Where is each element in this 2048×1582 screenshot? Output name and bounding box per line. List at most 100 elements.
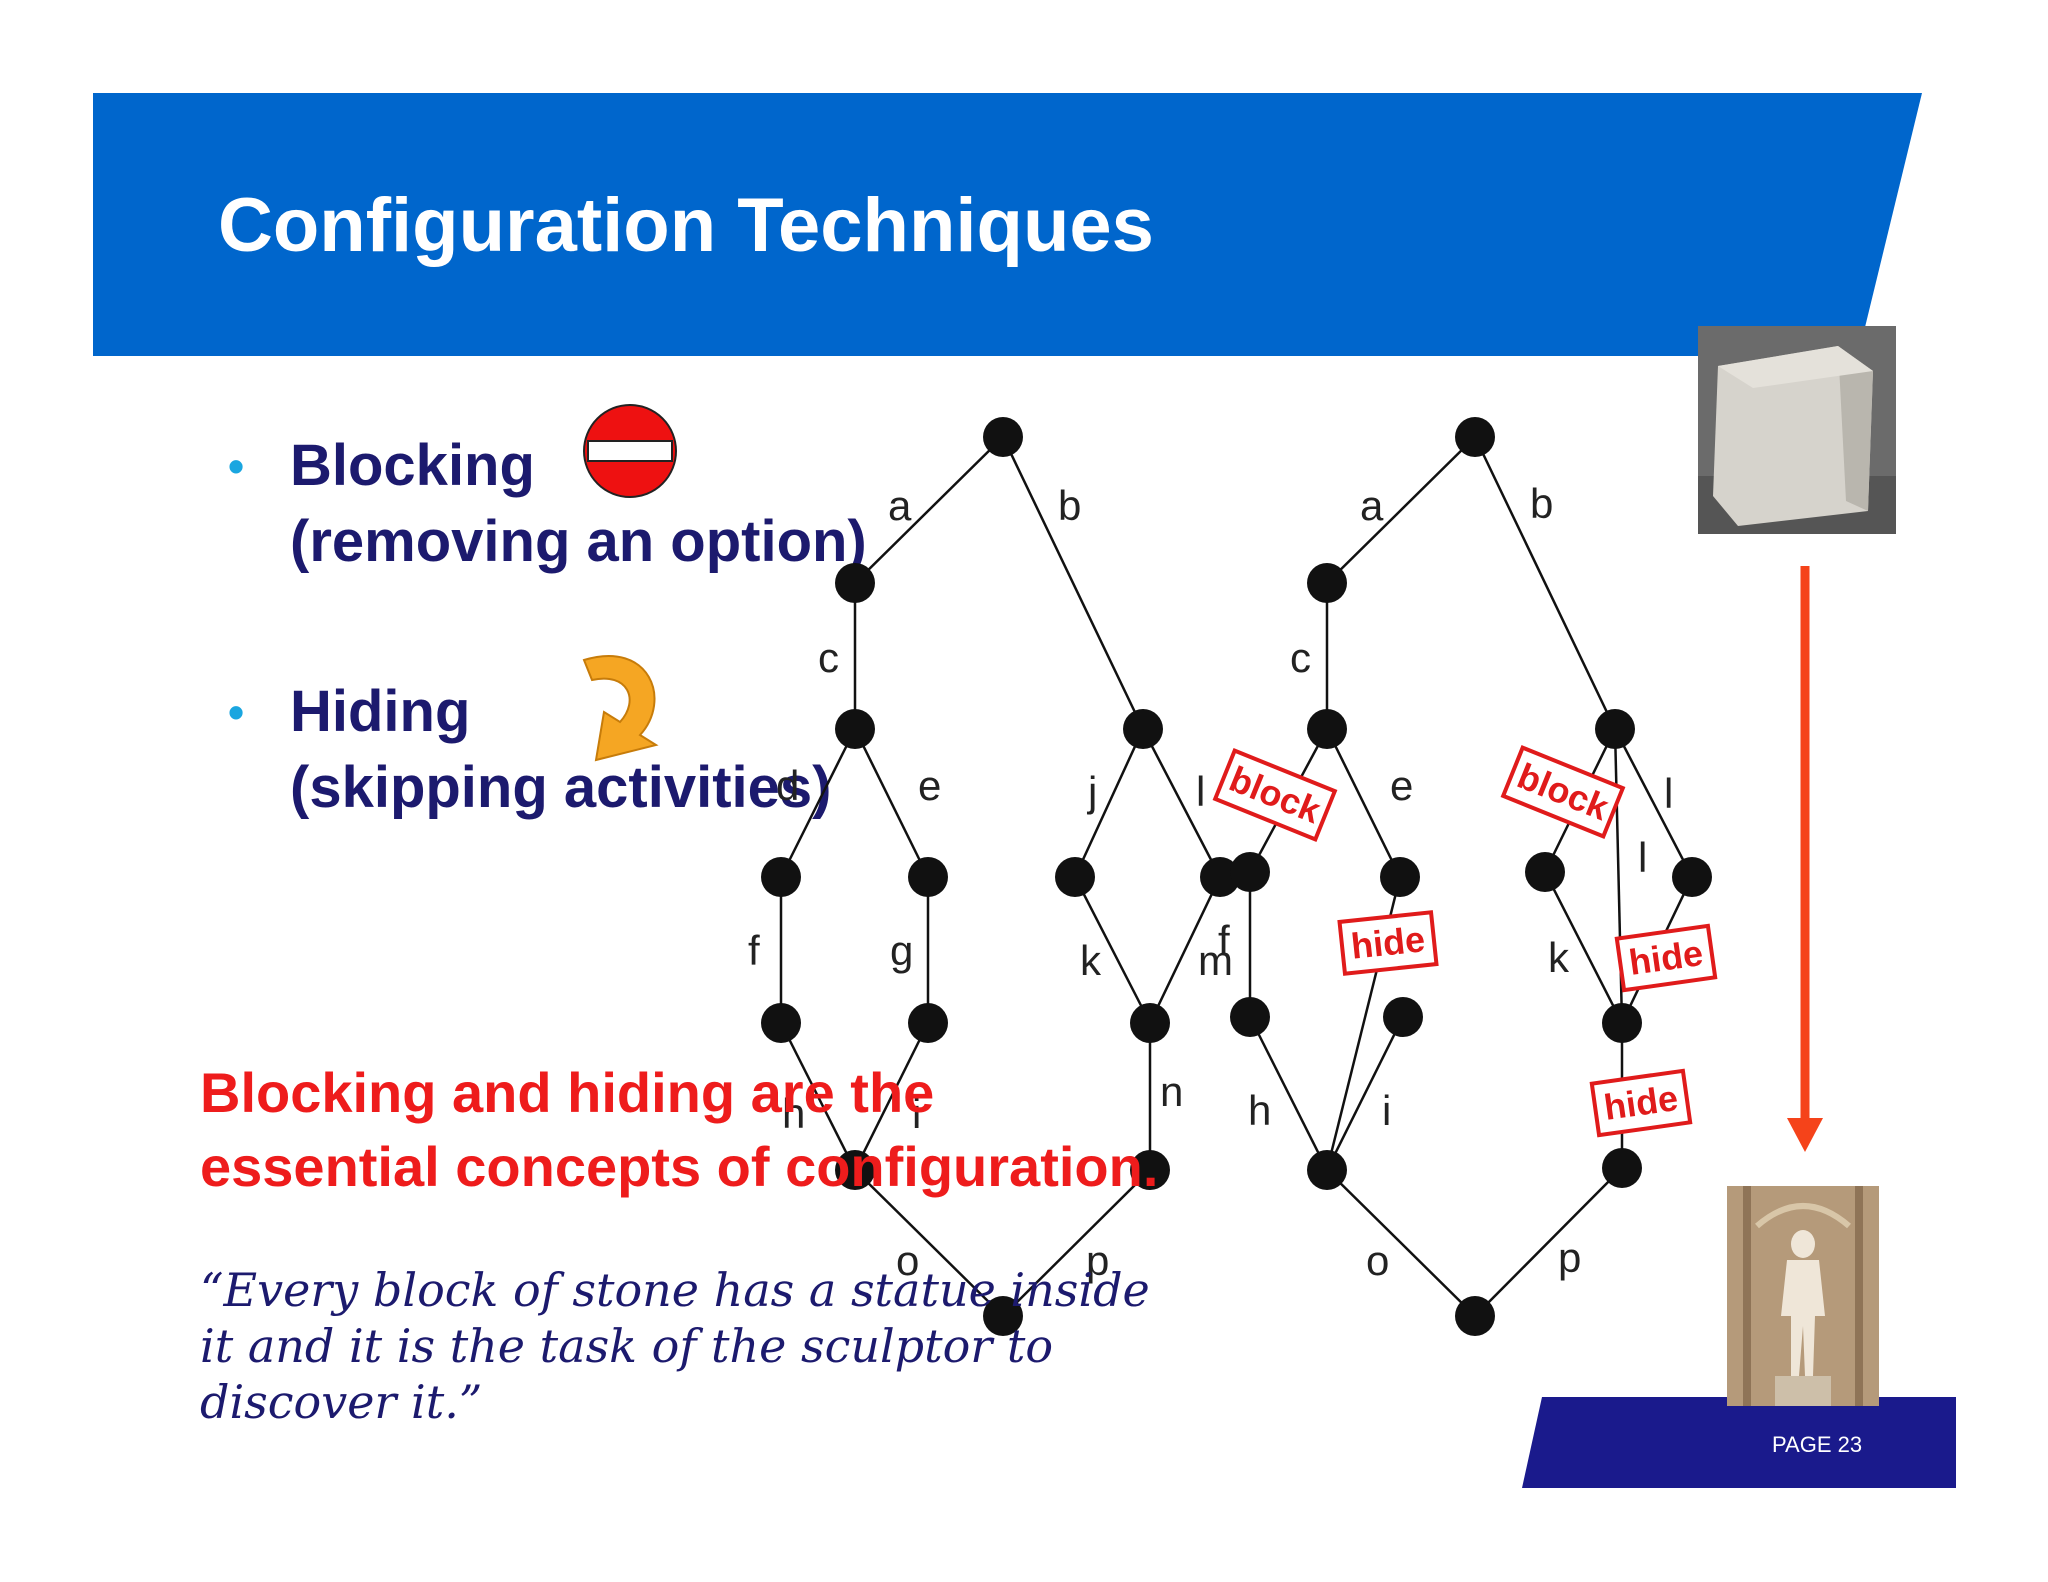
statement-line: essential concepts of configuration. xyxy=(200,1135,1159,1198)
node xyxy=(1200,857,1240,897)
edge-label-l: l xyxy=(1664,770,1673,817)
edge-b xyxy=(1001,436,1145,730)
node xyxy=(761,857,801,897)
bullet-heading: Blocking xyxy=(290,433,535,498)
configured-model-labels: a b c e f h i k l l o p xyxy=(1218,480,1673,1284)
edge-h xyxy=(779,1022,857,1171)
edge-a xyxy=(1326,436,1476,584)
edge-label-b: b xyxy=(1058,482,1081,529)
edge-k xyxy=(1073,876,1152,1024)
node xyxy=(1455,417,1495,457)
edge-i xyxy=(1325,1016,1405,1171)
title-bar xyxy=(93,93,1922,356)
node xyxy=(761,1003,801,1043)
svg-text:hide: hide xyxy=(1626,932,1705,983)
block-tag: block xyxy=(1500,745,1626,839)
footer-bar xyxy=(1522,1397,1956,1488)
node xyxy=(1230,997,1270,1037)
edge-m xyxy=(1148,876,1222,1024)
edge-l xyxy=(1613,728,1694,878)
quote-line: “Every block of stone has a statue insid… xyxy=(200,1263,1150,1317)
edge-label-k: k xyxy=(1548,934,1570,981)
original-model-nodes xyxy=(761,417,1240,1336)
edge-p xyxy=(1474,1167,1623,1317)
node xyxy=(835,709,875,749)
hide-tag: hide xyxy=(1589,1068,1693,1138)
edge-label-p: p xyxy=(1558,1234,1581,1281)
edge-label-n: n xyxy=(1160,1068,1183,1115)
bullet-detail: (skipping activities) xyxy=(290,755,832,820)
edge-label-i: i xyxy=(912,1090,921,1137)
original-model-graph xyxy=(779,436,1222,1317)
node xyxy=(835,1150,875,1190)
edge-label-f: f xyxy=(748,927,760,974)
edge-label-g: g xyxy=(890,927,913,974)
quote-line: it and it is the task of the sculptor to xyxy=(200,1319,1054,1373)
node xyxy=(1383,997,1423,1037)
edge-label-k: k xyxy=(1080,937,1102,984)
edge-label-j: j xyxy=(1086,768,1097,815)
original-model-labels: a b c d e f g h i j k l m n o p xyxy=(748,482,1233,1284)
edge-h xyxy=(1248,1016,1329,1171)
edge-label-a: a xyxy=(1360,482,1384,529)
edge-b xyxy=(1473,436,1617,730)
edge-label-m: m xyxy=(1198,937,1233,984)
bullet-dot: • xyxy=(228,686,245,738)
edge-e xyxy=(853,728,930,878)
bullet-dot: • xyxy=(228,440,245,492)
edge-label-a: a xyxy=(888,482,912,529)
node xyxy=(1455,1296,1495,1336)
node xyxy=(1123,709,1163,749)
node xyxy=(835,563,875,603)
node xyxy=(1595,709,1635,749)
no-entry-icon xyxy=(583,404,677,498)
node xyxy=(1380,857,1420,897)
configured-model-nodes xyxy=(1230,417,1712,1336)
hide-tag: hide xyxy=(1614,923,1718,993)
edge-label-h: h xyxy=(782,1090,805,1137)
node xyxy=(1307,1150,1347,1190)
node xyxy=(908,1003,948,1043)
statement-line: Blocking and hiding are the xyxy=(200,1061,935,1124)
edge-label-o: o xyxy=(896,1237,919,1284)
node xyxy=(1672,857,1712,897)
edge-label-d: d xyxy=(776,762,799,809)
edge-d xyxy=(779,728,857,878)
node xyxy=(983,417,1023,457)
hide-tag: hide xyxy=(1337,910,1439,976)
edge-k xyxy=(1543,871,1624,1024)
page-title: Configuration Techniques xyxy=(218,183,1154,268)
bullet-heading: Hiding xyxy=(290,679,471,744)
edge-e xyxy=(1325,728,1402,878)
sculptor-quote: “Every block of stone has a statue insid… xyxy=(200,1262,1150,1430)
node xyxy=(1307,563,1347,603)
node xyxy=(1230,852,1270,892)
transform-arrow xyxy=(1787,566,1823,1152)
node xyxy=(1307,709,1347,749)
edge-label-p: p xyxy=(1086,1237,1109,1284)
svg-text:hide: hide xyxy=(1349,918,1427,967)
edge-label-f: f xyxy=(1218,917,1230,964)
edge-label-c: c xyxy=(818,634,839,681)
key-statement: Blocking and hiding are the essential co… xyxy=(200,1056,1158,1204)
edge-label-c: c xyxy=(1290,634,1311,681)
edge-l xyxy=(1141,728,1222,878)
edge-label-e: e xyxy=(918,762,941,809)
node xyxy=(983,1296,1023,1336)
edge-o xyxy=(1326,1169,1476,1317)
svg-text:hide: hide xyxy=(1601,1077,1680,1128)
edge-label-l-inner: l xyxy=(1638,834,1647,881)
edge-label-l: l xyxy=(1196,768,1205,815)
node xyxy=(908,857,948,897)
edge-label-e: e xyxy=(1390,762,1413,809)
marble-block-photo xyxy=(1698,326,1896,534)
edge-o xyxy=(854,1169,1004,1317)
node xyxy=(1130,1003,1170,1043)
quote-line: discover it.” xyxy=(200,1375,483,1429)
edge-label-h: h xyxy=(1248,1087,1271,1134)
edge-a xyxy=(854,436,1004,584)
node xyxy=(1602,1148,1642,1188)
edge-i xyxy=(853,1022,930,1171)
